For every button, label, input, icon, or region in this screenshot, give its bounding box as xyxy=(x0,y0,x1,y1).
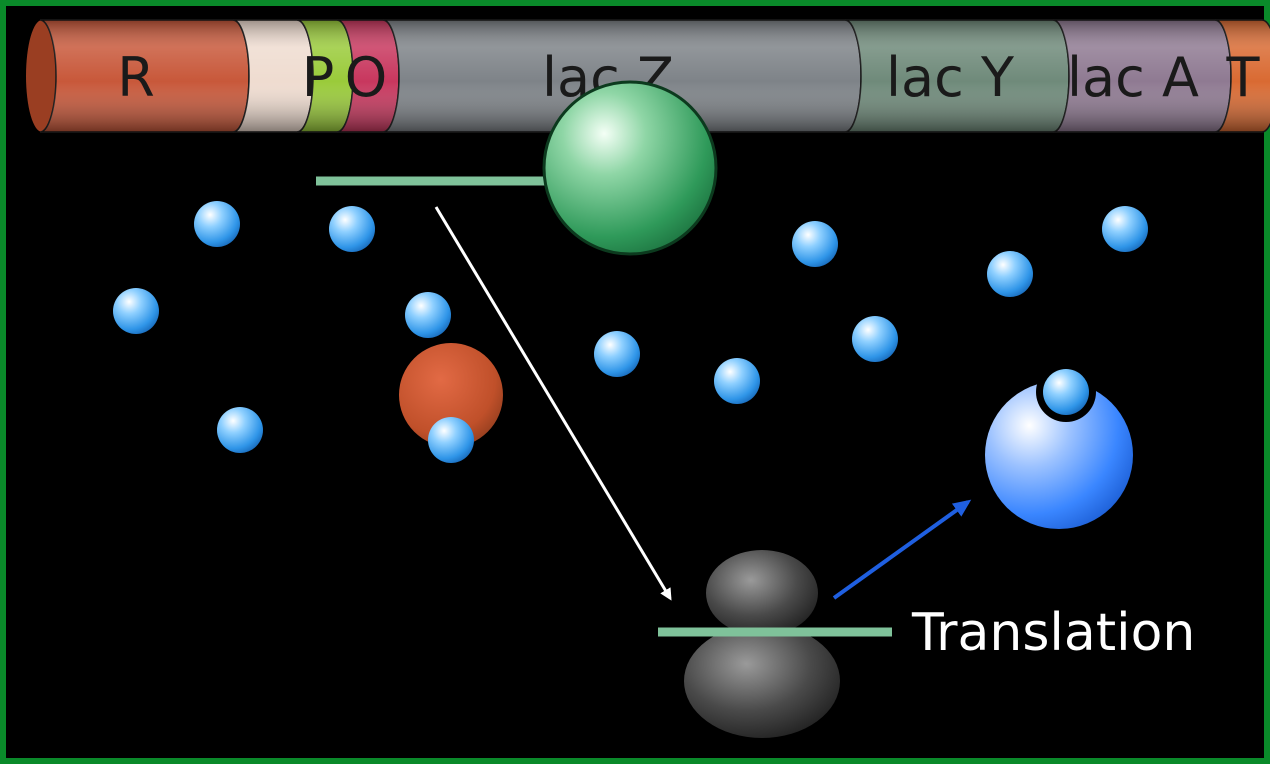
bound-lactose xyxy=(1043,369,1089,415)
lactose xyxy=(194,201,240,247)
lactose-molecules xyxy=(113,201,1148,463)
lactose xyxy=(852,316,898,362)
operon-label-r: R xyxy=(117,46,155,109)
ribosome-large-subunit xyxy=(684,624,840,738)
operon-left-cap xyxy=(26,20,58,132)
operon-segment-r: R xyxy=(39,19,250,133)
repressor xyxy=(399,343,503,447)
mrna-path-arrow xyxy=(434,206,672,601)
operon-segment-o: O xyxy=(336,19,400,133)
lactose xyxy=(217,407,263,453)
lactose xyxy=(329,206,375,252)
lactose xyxy=(792,221,838,267)
operon-segment-p: P xyxy=(296,19,354,133)
lactose xyxy=(594,331,640,377)
rna-polymerase xyxy=(542,80,718,256)
operon-label-o: O xyxy=(345,46,388,109)
lactose xyxy=(987,251,1033,297)
operon-label-laca: lac A xyxy=(1067,46,1199,109)
beta-galactosidase xyxy=(985,381,1133,529)
lactose xyxy=(405,292,451,338)
operon-segment-lacz: lac Z xyxy=(382,19,862,133)
operon-segment-lacy: lac Y xyxy=(844,19,1070,133)
ribosome xyxy=(658,550,892,738)
operon-segment-laca: lac A xyxy=(1052,19,1232,133)
operon-label-lacy: lac Y xyxy=(886,46,1015,109)
operon-label-p: P xyxy=(302,46,335,109)
operon-segment-t: T xyxy=(1214,19,1270,133)
operon-label-t: T xyxy=(1226,46,1261,109)
lactose xyxy=(113,288,159,334)
translation-label: Translation xyxy=(911,603,1195,663)
lactose xyxy=(428,417,474,463)
lactose xyxy=(1102,206,1148,252)
lactose xyxy=(714,358,760,404)
ribosome-small-subunit xyxy=(706,550,818,636)
product-arrow xyxy=(832,499,972,600)
operon-segment-spacer xyxy=(232,19,314,133)
